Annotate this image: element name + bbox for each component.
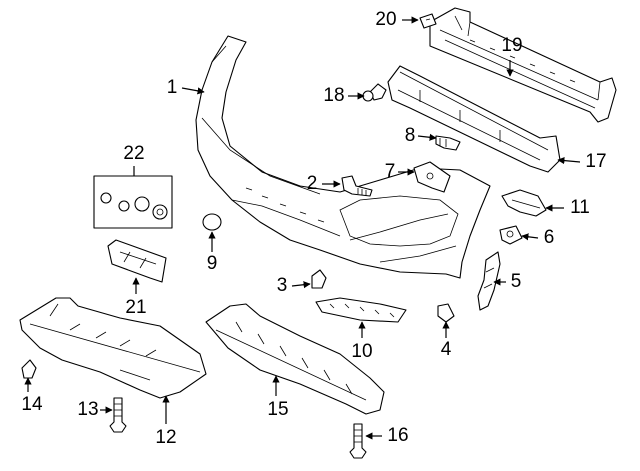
clip-4[interactable] <box>437 303 455 323</box>
clip-3[interactable] <box>311 269 327 289</box>
callout-5: 5 <box>493 271 522 292</box>
bolt-8[interactable] <box>435 135 461 151</box>
screw-6[interactable] <box>499 225 523 245</box>
bracket-11[interactable] <box>501 189 547 217</box>
callout-16: 16 <box>365 425 409 446</box>
bracket-5[interactable] <box>477 251 501 311</box>
callout-14: 14 <box>21 377 43 415</box>
callout-number: 16 <box>387 425 408 446</box>
callout-number: 8 <box>405 125 416 146</box>
callout-number: 17 <box>585 151 606 172</box>
callout-number: 4 <box>441 339 452 360</box>
reinforcement-beam[interactable] <box>429 7 617 123</box>
callout-22: 22 <box>123 143 145 176</box>
callout-number: 11 <box>570 197 590 218</box>
bolt-13[interactable] <box>109 397 127 433</box>
callout-18: 18 <box>323 85 365 106</box>
callout-20: 20 <box>375 9 419 30</box>
callout-10: 10 <box>351 321 373 362</box>
callout-number: 20 <box>375 9 396 30</box>
callout-4: 4 <box>441 321 452 360</box>
callout-8: 8 <box>405 125 437 146</box>
callout-number: 3 <box>277 275 288 296</box>
callout-number: 1 <box>167 77 178 98</box>
callout-12: 12 <box>155 395 177 448</box>
callout-number: 18 <box>323 85 344 106</box>
callout-number: 19 <box>501 35 522 56</box>
license-bracket-21[interactable] <box>107 239 167 283</box>
callout-17: 17 <box>557 151 607 172</box>
callout-number: 14 <box>21 394 43 415</box>
callout-21: 21 <box>125 277 147 318</box>
callout-1: 1 <box>167 77 205 98</box>
push-pin-18[interactable] <box>362 83 387 102</box>
lower-deflector-15[interactable] <box>205 303 385 415</box>
callout-number: 12 <box>155 427 176 448</box>
bolt-2[interactable] <box>341 175 373 197</box>
plug-9[interactable] <box>202 213 222 231</box>
callout-number: 2 <box>307 173 318 194</box>
plug-kit-22[interactable] <box>93 175 173 229</box>
callout-number: 13 <box>77 399 98 420</box>
callout-19: 19 <box>501 35 523 77</box>
callout-number: 7 <box>385 161 396 182</box>
callout-number: 10 <box>351 341 372 362</box>
callout-number: 9 <box>207 253 218 274</box>
callout-3: 3 <box>277 275 311 296</box>
clip-14[interactable] <box>21 359 37 379</box>
callout-number: 22 <box>123 143 144 164</box>
bolt-20[interactable] <box>419 13 437 29</box>
callout-6: 6 <box>521 227 555 248</box>
bumper-cover[interactable] <box>195 35 491 279</box>
callout-11: 11 <box>545 197 590 218</box>
bracket-7[interactable] <box>413 161 451 193</box>
grille-10[interactable] <box>315 297 407 323</box>
callout-13: 13 <box>77 399 113 420</box>
callout-7: 7 <box>385 161 415 182</box>
callout-9: 9 <box>207 231 218 274</box>
splash-shield-12[interactable] <box>19 297 207 399</box>
callout-number: 6 <box>544 227 555 248</box>
callout-15: 15 <box>267 375 289 420</box>
callout-number: 5 <box>511 271 522 292</box>
bolt-16[interactable] <box>349 423 367 459</box>
callout-2: 2 <box>307 173 341 194</box>
callout-number: 15 <box>267 399 288 420</box>
callout-number: 21 <box>125 297 146 318</box>
